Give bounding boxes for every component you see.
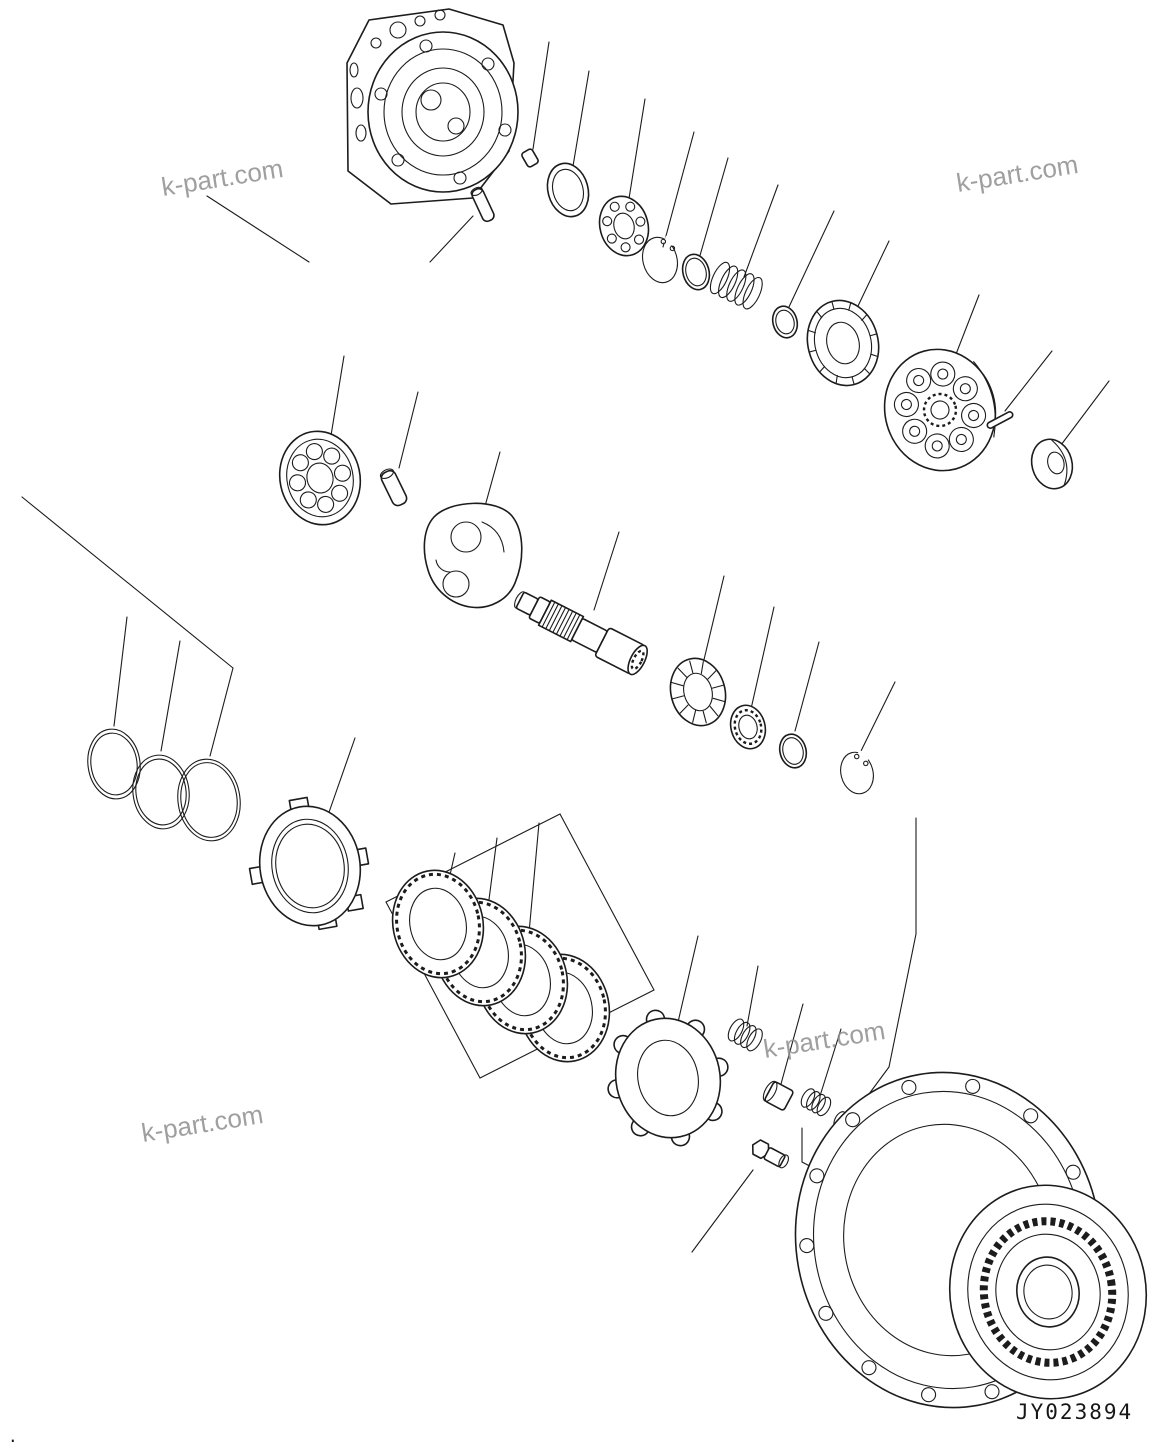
part-drive-shaft	[514, 591, 648, 676]
part-friction-plate-1	[391, 869, 485, 979]
part-brake-piston	[248, 796, 370, 931]
part-end-plate	[607, 1009, 729, 1147]
watermark-text: k-part.com	[159, 153, 285, 202]
part-swash-plate	[423, 502, 523, 609]
part-retainer-plate	[278, 430, 362, 526]
part-pin	[470, 186, 495, 223]
part-hub	[948, 1184, 1148, 1400]
part-bushing	[762, 1080, 794, 1111]
part-pin-right	[986, 411, 1014, 429]
friction-stack-outline-box	[385, 813, 655, 1079]
part-ring-large-1	[87, 728, 141, 800]
part-roller-bearing	[806, 299, 880, 387]
part-spring-small-2	[800, 1088, 832, 1117]
corner-mark: .	[8, 1427, 18, 1446]
part-plug-small	[521, 148, 539, 168]
part-spring-1	[709, 261, 763, 310]
part-cylinder-block	[883, 348, 997, 472]
part-guide-pin	[379, 468, 408, 507]
part-ring-large-2	[132, 754, 190, 830]
part-valve-plug	[751, 1139, 790, 1169]
part-snap-ring-2	[840, 749, 874, 795]
watermark-text: k-part.com	[139, 1099, 265, 1148]
part-rear-bearing	[669, 657, 727, 727]
part-oil-seal	[546, 162, 590, 218]
part-o-ring-2	[778, 733, 808, 769]
part-pump-housing	[346, 8, 519, 205]
part-cap	[1030, 438, 1074, 490]
part-ring-large-3	[177, 758, 241, 842]
part-o-ring-1	[681, 253, 711, 291]
drawing-number: JY023894	[1016, 1400, 1133, 1424]
watermark-text: k-part.com	[954, 149, 1080, 198]
part-final-drive-housing	[794, 1071, 1148, 1409]
part-snap-ring-1	[641, 235, 679, 284]
part-ball-bearing	[598, 195, 650, 257]
watermark-text: k-part.com	[761, 1015, 887, 1064]
part-spring-small-1	[727, 1018, 763, 1052]
leader-lines	[21, 41, 1110, 1253]
part-lock-nut	[729, 704, 767, 750]
part-backup-ring	[771, 305, 799, 339]
